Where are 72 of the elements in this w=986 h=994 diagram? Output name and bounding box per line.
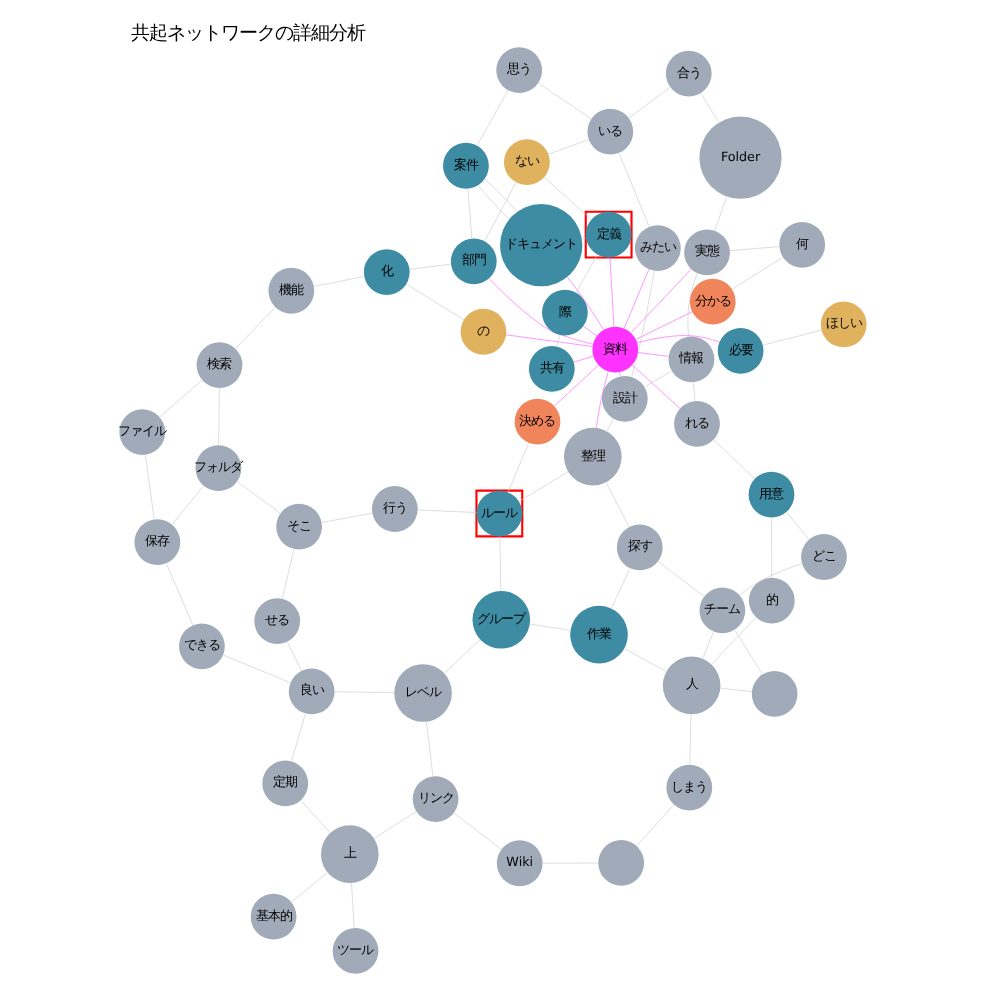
connector [635, 311, 693, 340]
connector [702, 631, 714, 659]
connector [575, 254, 598, 293]
connector [166, 563, 194, 626]
connector [373, 811, 417, 839]
connector [321, 512, 373, 523]
connector [405, 283, 465, 321]
connector [700, 92, 720, 123]
node-circle [751, 671, 798, 717]
connector [618, 152, 650, 228]
connector [291, 713, 306, 762]
connector [713, 439, 755, 479]
connector [714, 196, 728, 232]
connector [235, 307, 276, 349]
connector [426, 721, 434, 777]
connector [236, 481, 281, 514]
connector [145, 454, 155, 520]
connector [286, 641, 302, 672]
connector [171, 485, 205, 525]
connector [605, 482, 630, 528]
connector [619, 371, 621, 377]
connector [644, 370, 673, 388]
connector [476, 89, 509, 147]
connector [567, 276, 604, 331]
connector [537, 82, 592, 120]
connector [711, 617, 757, 665]
connector [300, 800, 331, 833]
connector [636, 804, 675, 847]
connector [606, 418, 614, 432]
connector [687, 273, 698, 337]
connector [624, 648, 667, 672]
connector [409, 263, 452, 270]
connector [731, 256, 784, 290]
connector [762, 329, 822, 346]
diagram-title: 共起ネットワークの詳細分析 [131, 22, 366, 45]
connector [623, 268, 650, 329]
connector [734, 629, 763, 675]
connector [573, 356, 594, 363]
connector [291, 872, 328, 903]
connector [630, 268, 692, 334]
connector [543, 177, 592, 220]
connector [609, 257, 615, 327]
connector [505, 334, 593, 347]
connector [628, 86, 671, 119]
connector [159, 379, 203, 418]
connector [786, 511, 810, 540]
connector [720, 688, 752, 692]
connector [583, 325, 598, 337]
connector [529, 623, 571, 631]
connector [507, 442, 530, 493]
connector [556, 334, 560, 347]
connector [488, 278, 594, 345]
connector [554, 364, 599, 407]
connector [739, 563, 803, 596]
connector [484, 178, 518, 213]
connector [595, 371, 609, 429]
connector [518, 471, 569, 502]
connector [637, 335, 720, 343]
node-circle [598, 840, 645, 886]
connector [477, 185, 510, 220]
connector [657, 561, 705, 597]
connector [610, 568, 631, 609]
connector [484, 182, 517, 242]
connector [453, 812, 502, 850]
connector [548, 139, 589, 155]
connector [637, 352, 669, 357]
connector [282, 548, 295, 599]
connector [631, 364, 681, 409]
connector [631, 270, 655, 378]
connector [444, 639, 481, 674]
connector [223, 654, 291, 683]
connector [313, 276, 365, 287]
